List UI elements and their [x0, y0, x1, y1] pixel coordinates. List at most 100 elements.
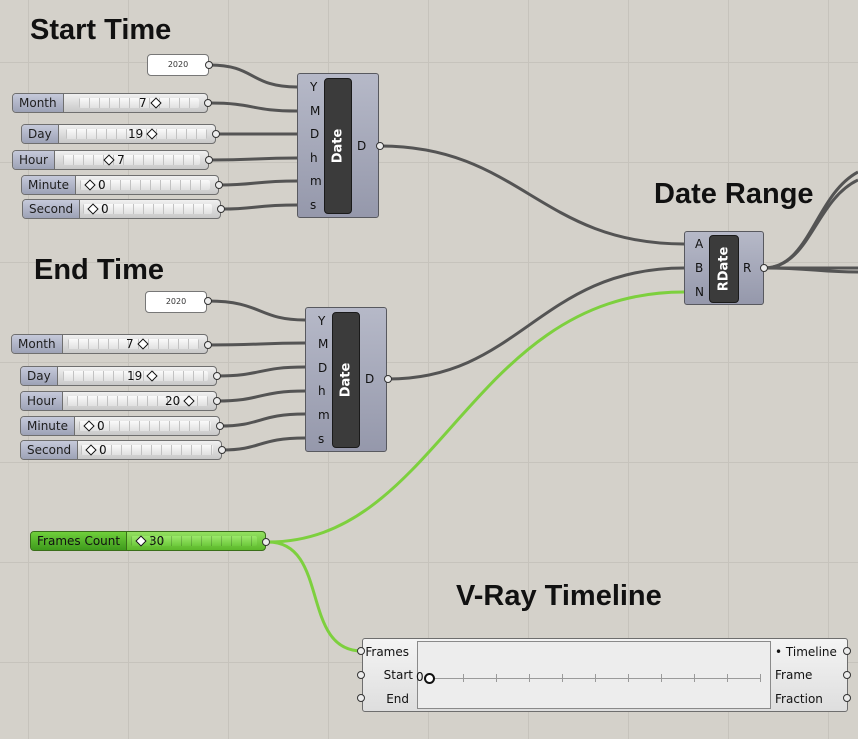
end-year-panel[interactable]: 2020	[145, 291, 207, 313]
end-minute-slider-track[interactable]	[79, 421, 211, 431]
start-day-slider-output-grip[interactable]	[212, 130, 220, 138]
end-date-output-grip[interactable]	[384, 375, 392, 383]
end-second-slider-track[interactable]	[81, 445, 213, 455]
end-date-input-m[interactable]: M	[318, 337, 329, 351]
start-date-output-d[interactable]: D	[357, 139, 367, 153]
vray-output-timeline[interactable]: • Timeline	[775, 645, 837, 659]
start-date-input-h[interactable]: h	[310, 151, 318, 165]
vray-fraction-output-grip[interactable]	[843, 694, 851, 702]
start-minute-slider-value: 0	[98, 178, 106, 192]
end-month-slider-label: Month	[12, 335, 63, 353]
start-hour-slider-output-grip[interactable]	[205, 156, 213, 164]
date-range-node-body[interactable]: RDate	[709, 235, 739, 303]
end-minute-slider[interactable]: Minute 0	[20, 416, 220, 436]
end-date-input-d[interactable]: D	[318, 361, 328, 375]
vray-frames-input-grip[interactable]	[357, 647, 365, 655]
end-minute-slider-label: Minute	[21, 417, 75, 435]
start-minute-slider[interactable]: Minute 0	[21, 175, 219, 195]
end-month-slider[interactable]: Month 7	[11, 334, 208, 354]
start-date-input-d[interactable]: D	[310, 127, 320, 141]
end-time-title: End Time	[34, 254, 164, 286]
vray-timeline-node[interactable]: Frames Start End 0 • Timeline Frame Frac…	[362, 638, 848, 712]
start-date-node-body[interactable]: Date	[324, 78, 352, 214]
start-month-slider-track[interactable]	[79, 98, 199, 108]
end-second-slider-value: 0	[99, 443, 107, 457]
start-year-panel-output-grip[interactable]	[205, 61, 213, 69]
end-day-slider-label: Day	[21, 367, 58, 385]
start-date-node[interactable]: Y M D h m s Date D	[297, 73, 379, 218]
date-range-input-n[interactable]: N	[695, 285, 704, 299]
date-range-input-b[interactable]: B	[695, 261, 704, 275]
vray-input-start[interactable]: Start	[383, 668, 413, 682]
end-minute-slider-value: 0	[97, 419, 105, 433]
vray-output-fraction[interactable]: Fraction	[775, 692, 823, 706]
frames-count-output-grip[interactable]	[262, 538, 270, 546]
vray-input-end[interactable]: End	[386, 692, 409, 706]
vray-timeline-ruler	[430, 674, 761, 682]
start-date-output-grip[interactable]	[376, 142, 384, 150]
start-minute-slider-output-grip[interactable]	[215, 181, 223, 189]
vray-output-frame[interactable]: Frame	[775, 668, 813, 682]
end-month-slider-value: 7	[126, 337, 134, 351]
start-second-slider-label: Second	[23, 200, 81, 218]
start-date-input-m[interactable]: M	[310, 104, 321, 118]
start-hour-slider-track[interactable]	[63, 155, 200, 165]
start-second-slider-track[interactable]	[83, 204, 212, 214]
date-range-input-a[interactable]: A	[695, 237, 704, 251]
start-date-input-s[interactable]: s	[310, 198, 317, 212]
date-range-output-r[interactable]: R	[743, 261, 752, 275]
end-date-input-min[interactable]: m	[318, 408, 330, 422]
end-day-slider[interactable]: Day 19	[20, 366, 217, 386]
start-date-node-name: Date	[330, 128, 346, 164]
end-hour-slider[interactable]: Hour 20	[20, 391, 217, 411]
end-second-slider[interactable]: Second 0	[20, 440, 222, 460]
end-day-slider-output-grip[interactable]	[213, 372, 221, 380]
end-month-slider-output-grip[interactable]	[204, 341, 212, 349]
date-range-node[interactable]: A B N RDate R	[684, 231, 764, 305]
vray-end-input-grip[interactable]	[357, 694, 365, 702]
start-hour-slider[interactable]: Hour 7	[12, 150, 209, 170]
end-date-input-s[interactable]: s	[318, 432, 325, 446]
start-month-slider-output-grip[interactable]	[204, 99, 212, 107]
vray-timeline-preview[interactable]: 0	[416, 641, 771, 709]
vray-input-frames[interactable]: Frames	[365, 645, 409, 659]
vray-frame-output-grip[interactable]	[843, 671, 851, 679]
end-date-node[interactable]: Y M D h m s Date D	[305, 307, 387, 452]
start-year-panel[interactable]: 2020	[147, 54, 209, 76]
end-hour-slider-value: 20	[165, 394, 181, 408]
vray-start-input-grip[interactable]	[357, 671, 365, 679]
vray-timeline-title: V-Ray Timeline	[456, 580, 662, 612]
end-date-node-body[interactable]: Date	[332, 312, 360, 448]
start-day-slider-label: Day	[22, 125, 59, 143]
start-day-slider-track[interactable]	[66, 129, 207, 139]
start-month-slider[interactable]: Month 7	[12, 93, 208, 113]
start-hour-slider-label: Hour	[13, 151, 55, 169]
start-second-slider[interactable]: Second 0	[22, 199, 221, 219]
vray-timeline-output-grip[interactable]	[843, 647, 851, 655]
end-date-input-h[interactable]: h	[318, 384, 326, 398]
frames-count-slider-value: 30	[149, 534, 165, 548]
end-month-slider-track[interactable]	[68, 339, 199, 349]
end-minute-slider-output-grip[interactable]	[216, 422, 224, 430]
frames-count-slider-label: Frames Count	[31, 532, 128, 550]
end-hour-slider-track[interactable]	[67, 396, 208, 406]
end-day-slider-track[interactable]	[63, 371, 208, 381]
start-second-slider-output-grip[interactable]	[217, 205, 225, 213]
date-range-output-grip[interactable]	[760, 264, 768, 272]
frames-count-slider-track[interactable]	[131, 536, 257, 546]
end-hour-slider-label: Hour	[21, 392, 63, 410]
end-second-slider-output-grip[interactable]	[218, 446, 226, 454]
vray-timeline-scrubber[interactable]	[424, 673, 435, 684]
end-year-panel-output-grip[interactable]	[204, 297, 212, 305]
end-date-output-d[interactable]: D	[365, 372, 375, 386]
start-minute-slider-track[interactable]	[80, 180, 210, 190]
frames-count-slider[interactable]: Frames Count 30	[30, 531, 266, 551]
start-date-input-y[interactable]: Y	[310, 80, 318, 94]
end-day-slider-value: 19	[127, 369, 143, 383]
start-date-input-min[interactable]: m	[310, 174, 322, 188]
end-hour-slider-output-grip[interactable]	[213, 397, 221, 405]
vray-start-readout: 0	[416, 670, 424, 684]
end-date-input-y[interactable]: Y	[318, 314, 326, 328]
start-day-slider[interactable]: Day 19	[21, 124, 216, 144]
